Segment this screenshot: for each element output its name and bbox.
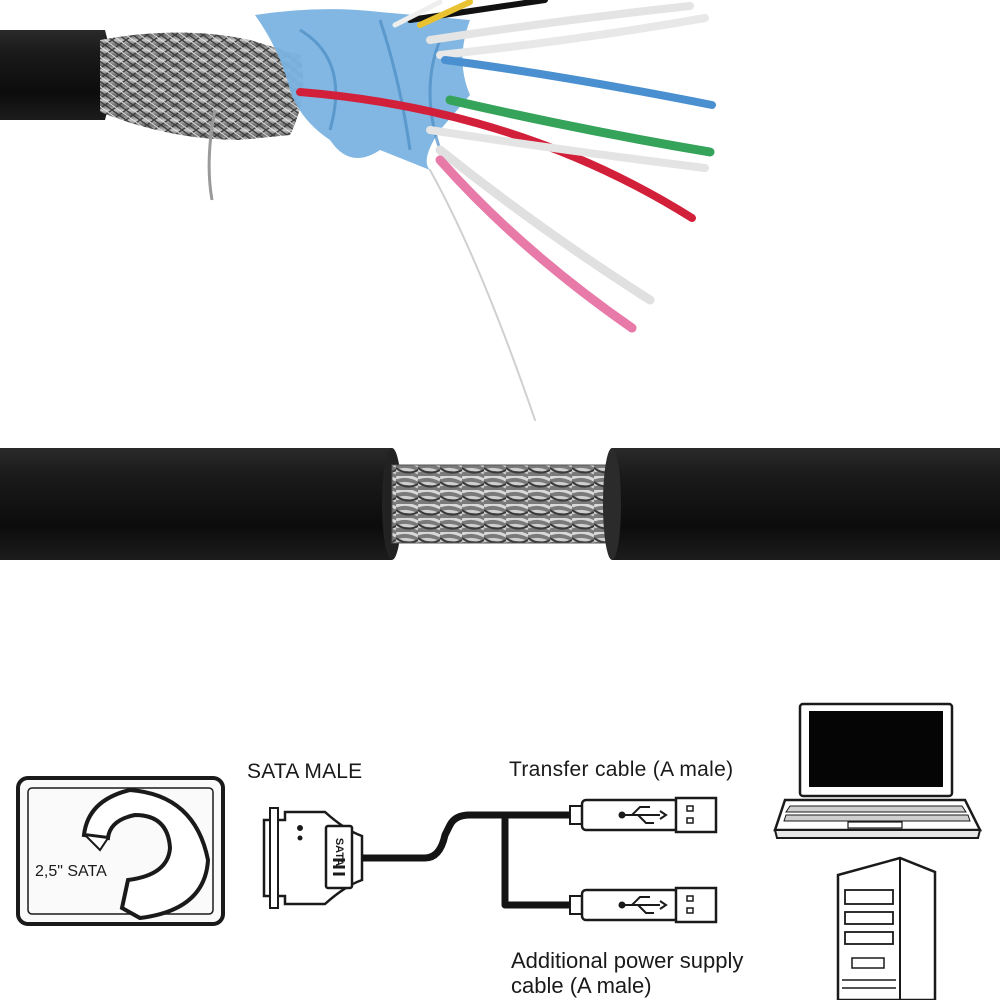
cable-jacket <box>0 30 112 120</box>
usb-a-plug-icon <box>569 886 718 924</box>
y-cable <box>362 811 570 909</box>
cable-jacket-left <box>0 448 392 560</box>
hard-drive-icon <box>16 776 225 926</box>
usb-a-plug-icon <box>569 796 718 834</box>
braid-shield <box>100 32 304 140</box>
connector-text: SATA <box>333 838 345 866</box>
braided-shield <box>392 465 612 543</box>
usb-symbol-icon <box>622 896 668 914</box>
laptop-icon <box>773 702 983 839</box>
sata-connector-icon <box>262 807 364 909</box>
cable-jacket-right <box>612 448 1000 560</box>
usb-symbol-icon <box>622 806 668 824</box>
transfer-cable-label: Transfer cable (A male) <box>509 758 734 781</box>
stripped-cable-photo <box>0 0 716 421</box>
foil-shield <box>255 9 470 171</box>
desktop-tower-icon <box>836 856 937 1002</box>
signal-wires <box>296 0 716 421</box>
power-cable-label-line2: cable (A male) <box>511 973 652 998</box>
sata-male-label: SATA MALE <box>247 760 363 783</box>
connection-diagram <box>16 702 983 1002</box>
drain-wire <box>207 109 217 201</box>
hdd-label: 2,5" SATA <box>35 863 107 880</box>
shielded-cable-photo <box>0 448 1000 560</box>
power-cable-label-line1: Additional power supply <box>511 948 744 973</box>
